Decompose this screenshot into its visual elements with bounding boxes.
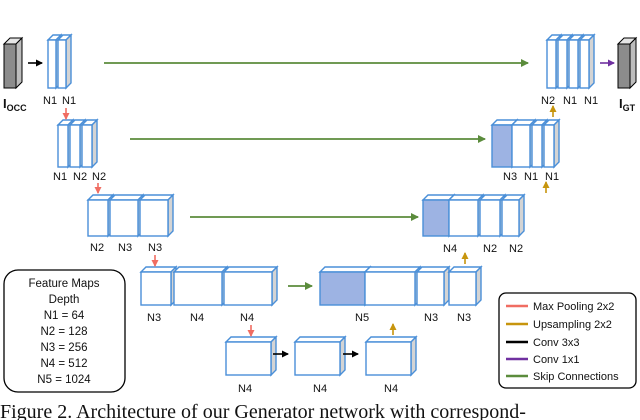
feature-maps-row: N2 = 128 (41, 326, 88, 338)
decoder-level4-labels: N5 N3 N3 (355, 312, 471, 324)
feature-map-block (500, 193, 526, 238)
block-label: N2 (483, 243, 497, 255)
feature-map-block (478, 193, 507, 238)
block-label: N3 (118, 242, 132, 254)
block-label: N4 (190, 312, 204, 324)
feature-map-block (86, 193, 115, 238)
block-label: N1 (563, 95, 577, 107)
legend-label: Upsampling 2x2 (533, 319, 612, 331)
feature-maps-row: N3 = 256 (41, 342, 88, 354)
legend-label: Conv 3x3 (533, 337, 579, 349)
decoder-level2-labels: N3 N1 N1 (503, 171, 559, 183)
feature-map-block (578, 33, 596, 90)
output-label: IGT (619, 96, 636, 113)
feature-map-block (80, 118, 99, 169)
block-label: N1 (584, 95, 598, 107)
feature-map-block (224, 335, 278, 377)
block-label: N4 (238, 383, 252, 395)
block-label: N4 (443, 243, 457, 255)
feature-map-blocks (46, 33, 596, 377)
feature-maps-row: N5 = 1024 (37, 374, 91, 386)
feature-maps-row: N1 = 64 (44, 310, 85, 322)
block-label: N2 (90, 242, 104, 254)
block-label: N2 (73, 171, 87, 183)
feature-map-block (364, 335, 418, 377)
feature-map-block (139, 265, 178, 307)
feature-map-block (108, 193, 145, 238)
feature-maps-subtitle: Depth (49, 294, 80, 306)
legend: Max Pooling 2x2 Upsampling 2x2 Conv 3x3 … (498, 292, 637, 389)
block-label: N3 (147, 312, 161, 324)
block-label: N5 (355, 312, 369, 324)
block-label: N2 (541, 95, 555, 107)
legend-label: Max Pooling 2x2 (533, 301, 614, 313)
block-label: N4 (384, 383, 398, 395)
input-label: IOCC (3, 96, 27, 113)
block-label: N1 (53, 171, 67, 183)
feature-maps-title: Feature Maps (29, 278, 100, 290)
feature-map-block (447, 193, 485, 238)
feature-map-block (138, 193, 175, 238)
feature-map-block (56, 33, 73, 90)
block-label: N2 (92, 171, 106, 183)
feature-maps-depth-box: Feature Maps Depth N1 = 64 N2 = 128 N3 =… (3, 269, 126, 393)
feature-map-block (318, 265, 372, 307)
block-label: N1 (524, 171, 538, 183)
legend-label: Skip Connections (533, 371, 619, 383)
block-label: N4 (240, 312, 254, 324)
block-label: N2 (509, 243, 523, 255)
feature-map-block (447, 265, 483, 307)
encoder-level4-labels: N3 N4 N4 (147, 312, 254, 324)
feature-maps-row: N4 = 512 (41, 358, 88, 370)
decoder-level1-labels: N2 N1 N1 (541, 95, 598, 107)
figure-caption: Figure 2. Architecture of our Generator … (0, 401, 526, 420)
feature-map-block (172, 265, 229, 307)
feature-map-block (415, 265, 451, 307)
feature-map-block (363, 265, 422, 307)
block-label: N3 (503, 171, 517, 183)
block-label: N3 (457, 312, 471, 324)
block-label: N1 (545, 171, 559, 183)
block-label: N1 (43, 95, 57, 107)
decoder-level3-labels: N4 N2 N2 (443, 243, 523, 255)
legend-label: Conv 1x1 (533, 354, 579, 366)
output-image (616, 36, 638, 90)
block-label: N3 (424, 312, 438, 324)
feature-map-block (222, 265, 279, 307)
encoder-level1-labels: N1 N1 (43, 95, 76, 107)
block-label: N1 (62, 95, 76, 107)
block-label: N4 (313, 383, 327, 395)
feature-map-block (293, 335, 347, 377)
bottleneck-labels: N4 N4 N4 (238, 383, 398, 395)
input-image (2, 36, 24, 90)
block-label: N3 (148, 242, 162, 254)
feature-map-block (542, 118, 561, 169)
encoder-level3-labels: N2 N3 N3 (90, 242, 162, 254)
encoder-level2-labels: N1 N2 N2 (53, 171, 106, 183)
